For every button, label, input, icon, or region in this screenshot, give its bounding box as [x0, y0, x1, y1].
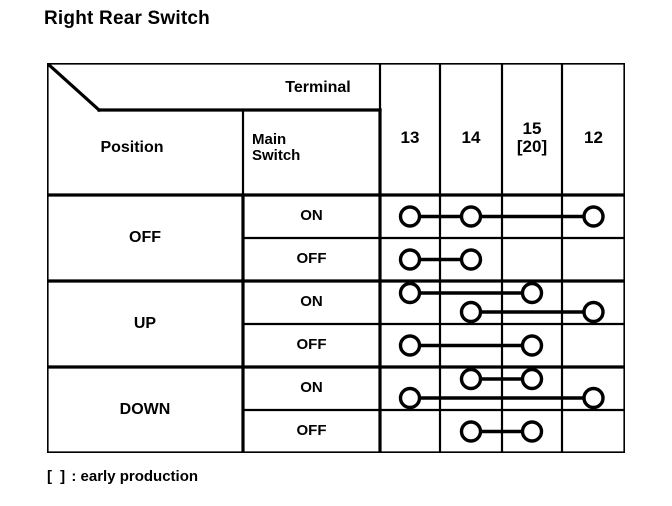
- continuity-grid: [47, 63, 625, 453]
- continuity-terminal-marker: [398, 386, 422, 410]
- header-terminal-13: 13: [400, 127, 420, 147]
- main-switch-up-on: ON: [300, 293, 323, 311]
- continuity-terminal-marker: [582, 300, 605, 324]
- continuity-terminal-marker: [520, 420, 544, 443]
- continuity-terminal-marker: [398, 334, 422, 357]
- page-title: Right Rear Switch: [44, 8, 210, 29]
- main-switch-off-off: OFF: [296, 250, 327, 268]
- continuity-terminal-marker: [459, 248, 483, 271]
- continuity-terminal-marker: [582, 205, 605, 228]
- continuity-terminal-marker: [520, 281, 544, 305]
- header-position-label: Position: [100, 139, 164, 157]
- footnote: [ ] : early production: [47, 468, 198, 485]
- header-main-switch-label: Main Switch: [252, 130, 301, 164]
- position-label-off: OFF: [129, 229, 161, 247]
- continuity-terminal-marker: [459, 420, 483, 443]
- continuity-terminal-marker: [520, 334, 544, 357]
- footnote-text: : early production: [71, 468, 199, 485]
- continuity-terminal-marker: [398, 248, 422, 271]
- continuity-terminal-marker: [459, 367, 483, 391]
- position-label-up: UP: [133, 315, 157, 333]
- header-terminal-15: 15 [20]: [516, 118, 548, 156]
- main-switch-off-on: ON: [300, 207, 323, 225]
- main-switch-up-off: OFF: [296, 336, 327, 354]
- header-terminal-14: 14: [461, 127, 481, 147]
- header-terminal-12: 12: [584, 127, 603, 147]
- continuity-terminal-marker: [520, 367, 544, 391]
- continuity-terminal-marker: [582, 386, 605, 410]
- continuity-terminal-marker: [459, 205, 483, 228]
- continuity-terminal-marker: [398, 205, 422, 228]
- position-label-down: DOWN: [119, 401, 171, 419]
- header-diagonal-position: [47, 63, 102, 113]
- main-switch-down-off: OFF: [296, 422, 327, 440]
- continuity-terminal-marker: [398, 281, 422, 305]
- footnote-brackets: [ ]: [47, 468, 68, 485]
- main-switch-down-on: ON: [300, 379, 323, 397]
- continuity-terminal-marker: [459, 300, 483, 324]
- header-terminal-label: Terminal: [285, 79, 351, 97]
